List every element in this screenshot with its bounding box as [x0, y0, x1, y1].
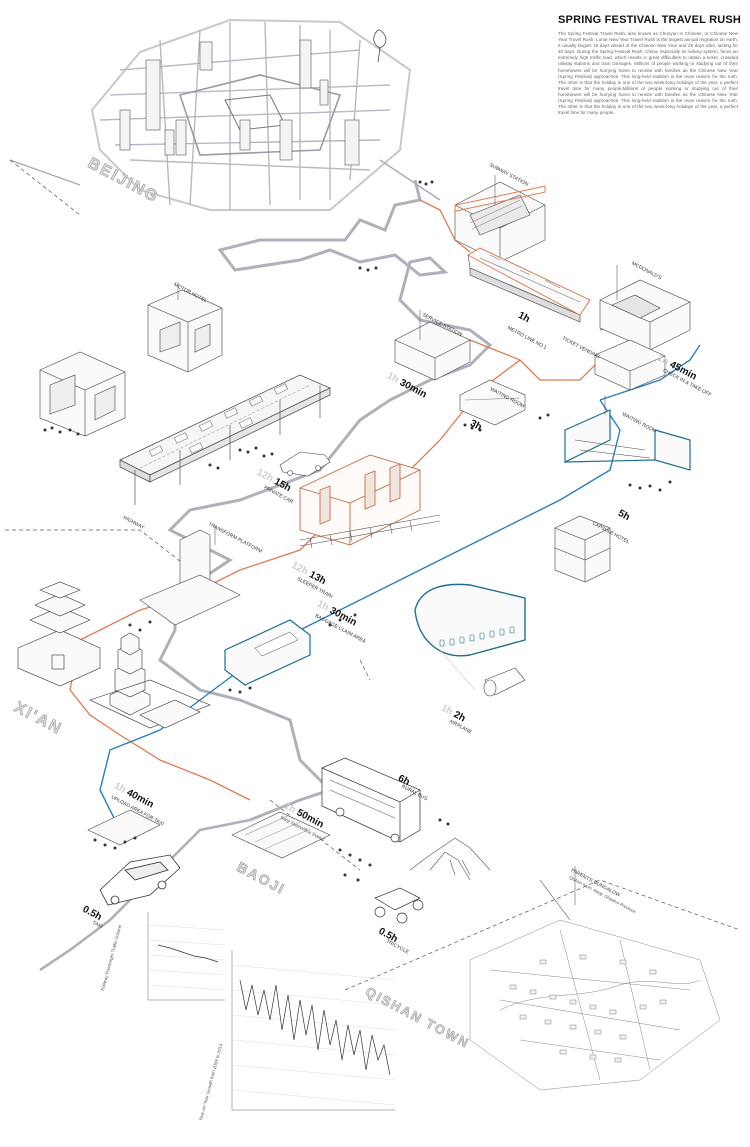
waiting-room-2-block: [564, 409, 691, 471]
airplane-cabin-windows: [439, 626, 515, 647]
qishan-town-map: [469, 919, 721, 1091]
transform-platform-block: [139, 529, 241, 626]
intro-paragraph: The Spring Festival Travel Rush, also kn…: [558, 31, 738, 116]
highway-cars: [148, 383, 289, 457]
gray-route: [158, 179, 493, 822]
check-in-block: [594, 339, 666, 391]
beijing-towers: [119, 39, 360, 166]
taxi-car: [99, 854, 181, 906]
rural-bus: [321, 757, 421, 843]
chart-railway-passengers: [147, 912, 226, 1001]
tricycle: [374, 887, 424, 924]
mcdonalds-block: [599, 279, 691, 351]
qishan-houses: [509, 954, 667, 1063]
airport-bus: [254, 631, 299, 657]
bungalow-leader: [539, 879, 571, 921]
beijing-city-map: [9, 18, 441, 211]
airplane-projection-line: [439, 649, 476, 691]
xian-pagoda: [89, 632, 211, 729]
motor-hotel-block: [147, 289, 223, 373]
subway-station-block: [454, 181, 546, 263]
page-title: SPRING FESTIVAL TRAVEL RUSH: [558, 14, 742, 26]
crowd-figures: [43, 180, 672, 882]
rail-tracks: [299, 514, 441, 549]
highway-structure: [119, 374, 331, 505]
subway-highlight: [454, 185, 546, 212]
airplane-cabin: [414, 583, 526, 657]
roadside-room-block: [39, 351, 126, 437]
airplane-engine: [483, 667, 526, 697]
chart-yoy-growth: [231, 950, 396, 1111]
bus-station-block: [231, 811, 331, 859]
waiting-room-1-block: [459, 379, 526, 426]
label-leaders: [177, 175, 618, 905]
xian-city-gate: [17, 581, 101, 687]
xian-courtyard: [139, 699, 201, 729]
zone-borders: [5, 159, 741, 991]
capsule-hotel-block: [554, 515, 611, 583]
waiting-room-2-interior: [574, 439, 651, 459]
private-car: [279, 451, 331, 477]
flower-sketch: [373, 29, 387, 63]
taxi-loading-area: [87, 809, 161, 846]
mountain-sketch: [409, 837, 491, 881]
service-station-block: [394, 321, 471, 381]
sleeper-train-block: [299, 454, 421, 546]
